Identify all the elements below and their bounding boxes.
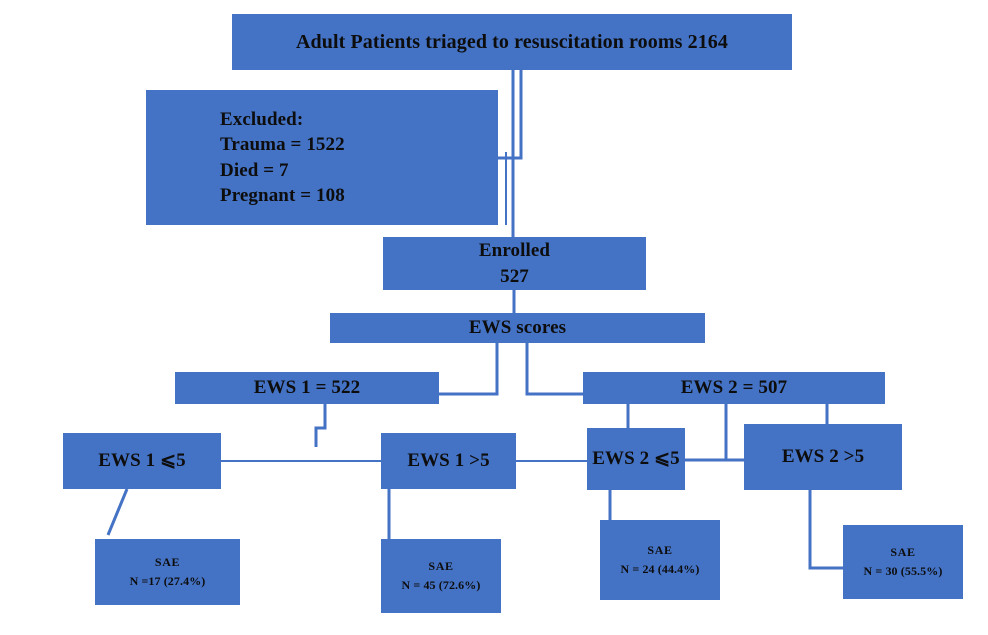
connector-ews2gt5-to-sae4 xyxy=(808,490,843,570)
node-sae3-label: SAE xyxy=(647,542,673,557)
node-sae4-label: SAE xyxy=(890,544,916,559)
node-ews1-total: EWS 1 = 522 xyxy=(175,372,439,404)
node-ews-scores: EWS scores xyxy=(330,313,705,343)
node-ews1-gt5-label: EWS 1 >5 xyxy=(407,450,490,472)
node-excluded: Excluded: Trauma = 1522 Died = 7 Pregnan… xyxy=(146,90,498,225)
node-top-cohort: Adult Patients triaged to resuscitation … xyxy=(232,14,792,70)
node-sae2-label: SAE xyxy=(428,558,454,573)
node-excluded-died: Died = 7 xyxy=(220,159,289,181)
connector-top-to-excluded xyxy=(498,70,523,160)
node-ews1-le5-label: EWS 1 ⩽5 xyxy=(98,450,186,472)
node-excluded-heading: Excluded: xyxy=(220,109,304,131)
node-ews-scores-label: EWS scores xyxy=(468,317,567,339)
node-ews2-le5-label: EWS 2 ⩽5 xyxy=(592,448,680,470)
connector-ewsscores-to-ews1 xyxy=(439,343,499,396)
node-sae-ews2-gt5: SAE N = 30 (55.5%) xyxy=(843,525,963,599)
node-ews2-le5: EWS 2 ⩽5 xyxy=(587,428,685,490)
node-sae-ews2-le5: SAE N = 24 (44.4%) xyxy=(600,520,720,600)
connector-ews1le5-to-sae1 xyxy=(106,488,129,536)
node-sae-ews1-le5: SAE N =17 (27.4%) xyxy=(95,539,240,605)
node-sae1-label: SAE xyxy=(154,554,181,569)
node-ews2-total: EWS 2 = 507 xyxy=(583,372,885,404)
node-enrolled-value: 527 xyxy=(500,265,529,287)
node-ews2-gt5: EWS 2 >5 xyxy=(744,424,902,490)
node-ews2-gt5-label: EWS 2 >5 xyxy=(781,446,865,468)
connector-ews2-mid xyxy=(685,404,744,462)
node-excluded-pregnant: Pregnant = 108 xyxy=(220,184,345,206)
node-sae4-value: N = 30 (55.5%) xyxy=(863,564,943,578)
node-top-cohort-label: Adult Patients triaged to resuscitation … xyxy=(295,30,728,53)
connector-ewsscores-to-ews2 xyxy=(525,343,583,396)
node-enrolled-label: Enrolled xyxy=(478,240,551,262)
node-ews2-total-label: EWS 2 = 507 xyxy=(680,377,788,399)
node-enrolled: Enrolled 527 xyxy=(383,237,646,290)
node-ews1-gt5: EWS 1 >5 xyxy=(381,433,516,489)
node-sae2-value: N = 45 (72.6%) xyxy=(401,578,481,592)
node-ews1-le5: EWS 1 ⩽5 xyxy=(63,433,221,489)
node-sae1-value: N =17 (27.4%) xyxy=(129,574,206,588)
node-ews1-total-label: EWS 1 = 522 xyxy=(253,377,361,399)
node-sae-ews1-gt5: SAE N = 45 (72.6%) xyxy=(381,539,501,613)
node-sae3-value: N = 24 (44.4%) xyxy=(620,562,700,576)
node-excluded-trauma: Trauma = 1522 xyxy=(220,134,345,156)
connector-ews1-step xyxy=(314,404,327,447)
